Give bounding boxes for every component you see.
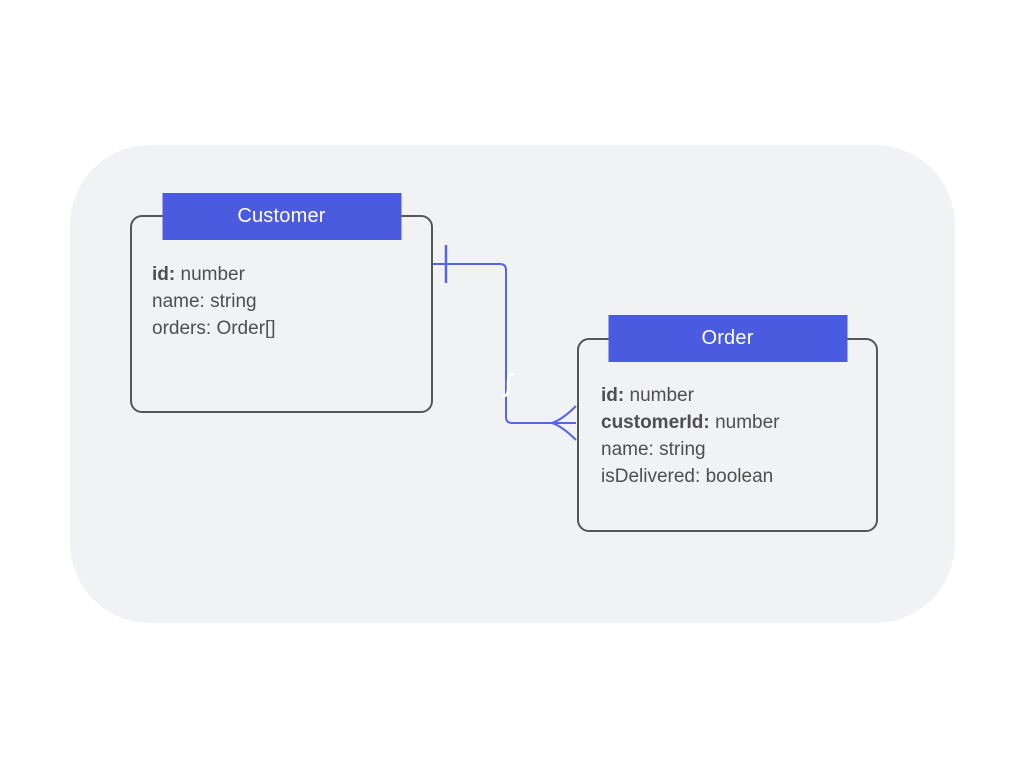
attribute-key: name:: [152, 291, 205, 312]
attribute-row: isDelivered:boolean: [601, 463, 858, 490]
attribute-key: orders:: [152, 318, 212, 339]
attribute-key: id:: [152, 264, 176, 285]
attribute-row: name:string: [601, 436, 858, 463]
entity-customer: Customer id:number name:string orders:Or…: [130, 193, 433, 413]
attribute-type: number: [715, 412, 780, 433]
entity-order-title: Order: [608, 315, 847, 362]
entity-order-attributes: id:number customerId:number name:string …: [579, 340, 876, 490]
attribute-row: name:string: [152, 288, 413, 315]
attribute-row: customerId:number: [601, 409, 858, 436]
attribute-type: number: [180, 264, 245, 285]
attribute-type: boolean: [705, 466, 774, 487]
entity-order: Order id:number customerId:number name:s…: [577, 315, 878, 532]
attribute-type: number: [629, 385, 694, 406]
entity-customer-title: Customer: [162, 193, 401, 240]
attribute-key: isDelivered:: [601, 466, 701, 487]
attribute-row: id:number: [152, 261, 413, 288]
attribute-row: id:number: [601, 382, 858, 409]
attribute-type: string: [659, 439, 706, 460]
attribute-row: orders:Order[]: [152, 315, 413, 342]
attribute-key: id:: [601, 385, 625, 406]
attribute-type: Order[]: [216, 318, 276, 339]
attribute-key: name:: [601, 439, 654, 460]
entity-customer-attributes: id:number name:string orders:Order[]: [132, 217, 431, 342]
attribute-key: customerId:: [601, 412, 710, 433]
attribute-type: string: [210, 291, 257, 312]
